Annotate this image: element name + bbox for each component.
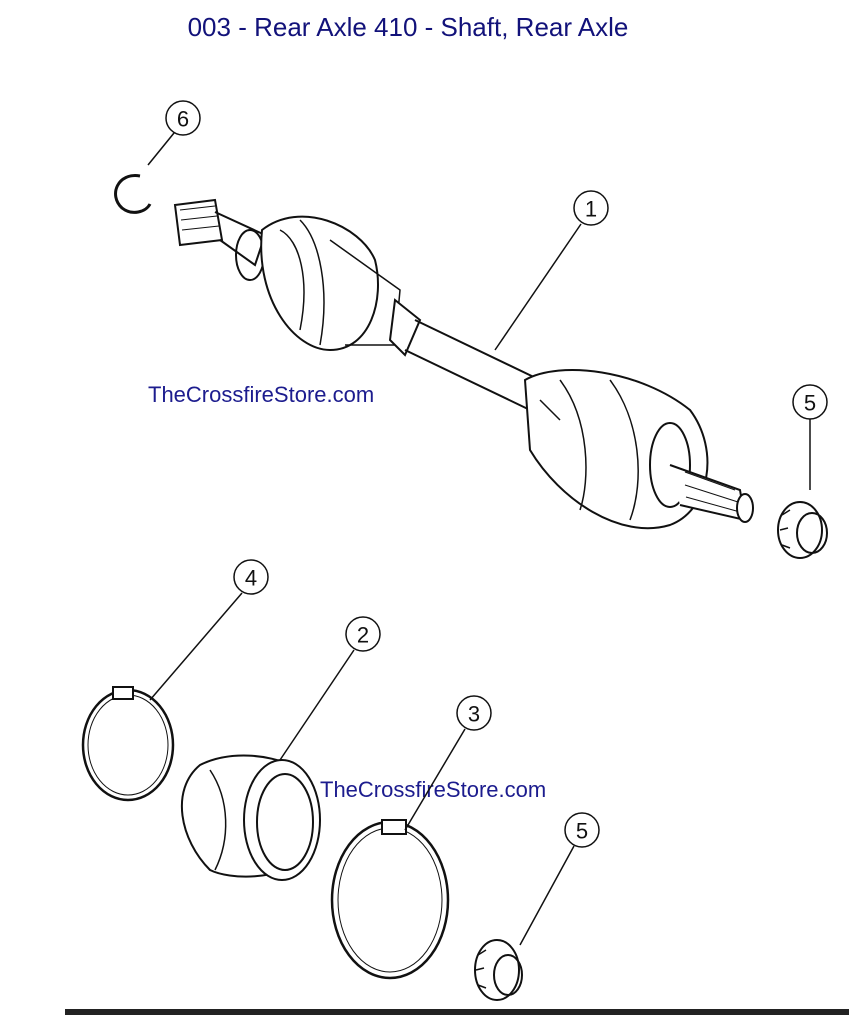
- callout-number: 4: [245, 566, 257, 591]
- callout-6[interactable]: 6: [165, 100, 201, 136]
- callout-5[interactable]: 5: [792, 384, 828, 420]
- callout-number: 5: [804, 391, 816, 416]
- callout-3[interactable]: 3: [456, 695, 492, 731]
- callout-number: 2: [357, 623, 369, 648]
- watermark-text: TheCrossfireStore.com: [148, 382, 375, 407]
- snap-ring-part[interactable]: [114, 174, 152, 214]
- diagram-title: 003 - Rear Axle 410 - Shaft, Rear Axle: [187, 12, 629, 42]
- axle-shaft-part[interactable]: [173, 198, 754, 530]
- watermark-text: TheCrossfireStore.com: [320, 777, 547, 802]
- nut-part[interactable]: [777, 501, 828, 559]
- callout-4[interactable]: 4: [233, 559, 269, 595]
- clamp-part[interactable]: [81, 686, 175, 802]
- clamp-part[interactable]: [330, 819, 450, 980]
- bottom-rule: [65, 1009, 849, 1015]
- callout-number: 3: [468, 702, 480, 727]
- boot-part[interactable]: [180, 754, 321, 881]
- callout-5[interactable]: 5: [564, 812, 600, 848]
- leader-lines: [147, 132, 811, 946]
- callout-2[interactable]: 2: [345, 616, 381, 652]
- callout-number: 5: [576, 819, 588, 844]
- callout-number: 1: [585, 197, 597, 222]
- callout-1[interactable]: 1: [573, 190, 609, 226]
- nut-part[interactable]: [474, 939, 523, 1001]
- callout-number: 6: [177, 107, 189, 132]
